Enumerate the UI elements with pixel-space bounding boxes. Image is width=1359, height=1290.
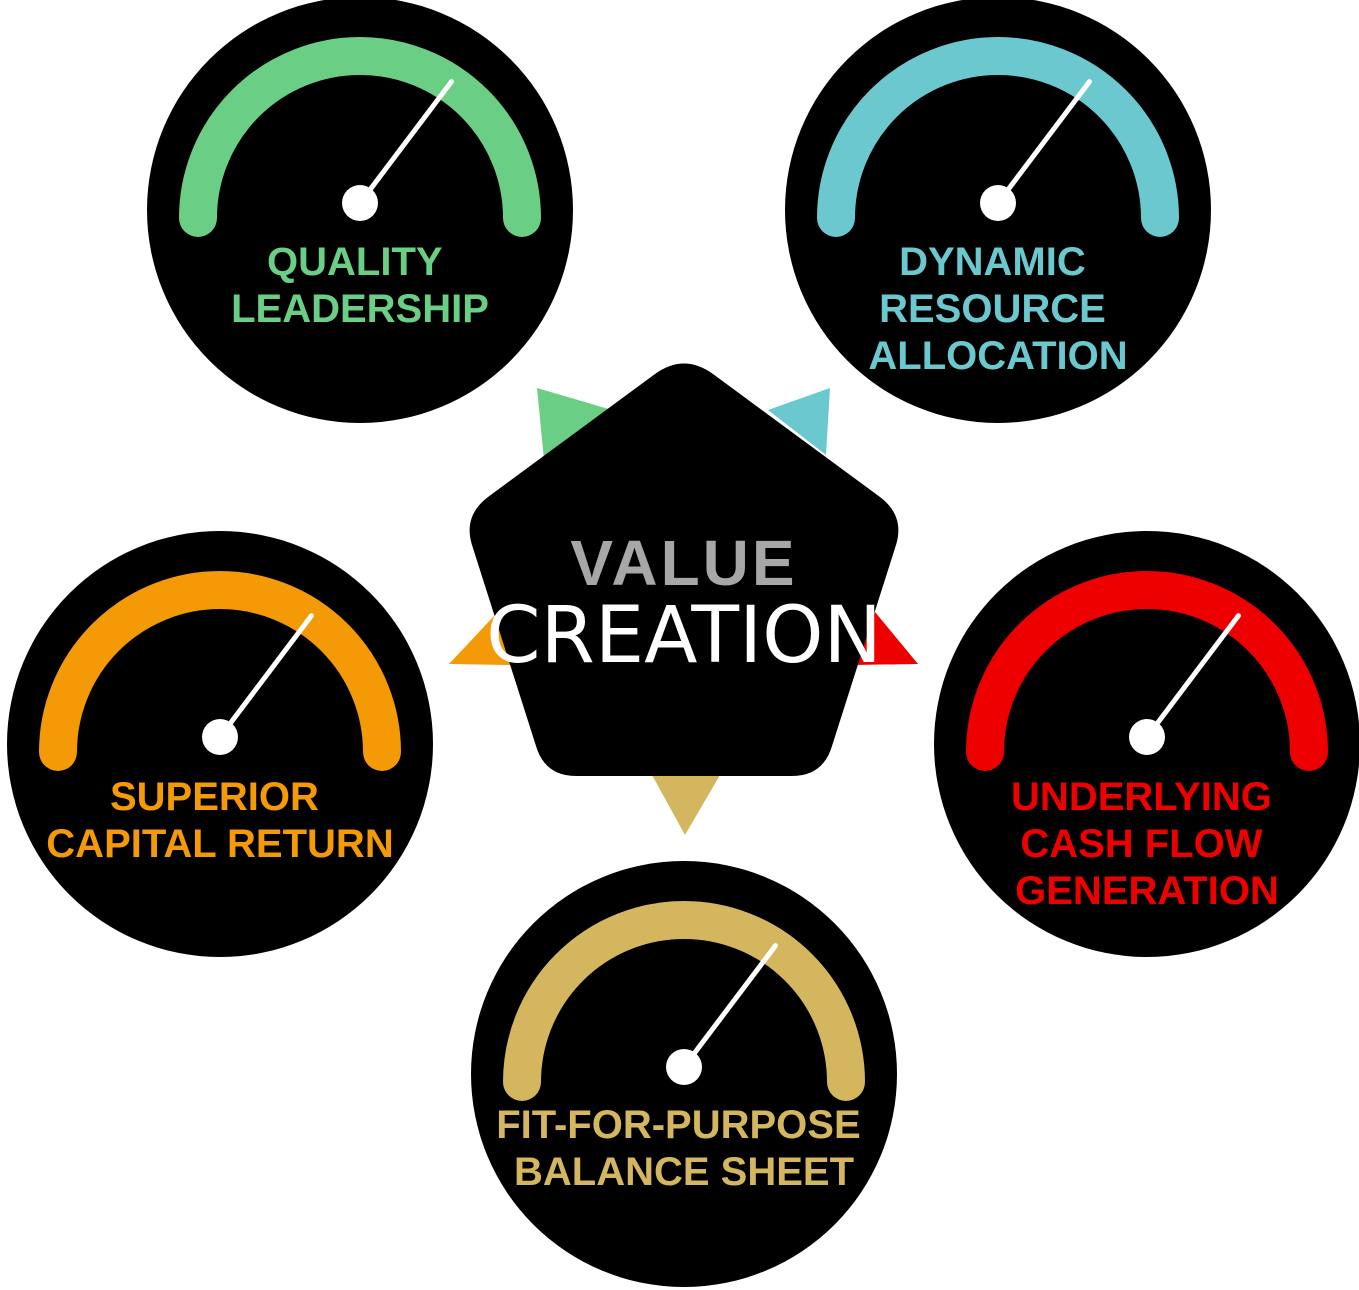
gauge-label: QUALITY LEADERSHIP <box>231 240 489 331</box>
gauge-label: SUPERIOR CAPITAL RETURN <box>46 775 393 866</box>
gauge-needle <box>1144 613 1241 740</box>
gauge-arc <box>966 571 1328 771</box>
gauge-arc <box>817 37 1179 237</box>
gauge-label-line: RESOURCE <box>879 287 1106 331</box>
pointer-triangle-teal <box>768 388 830 455</box>
gauge-needle <box>995 79 1092 206</box>
gauge-label-line: QUALITY <box>267 240 443 284</box>
gauge-label: FIT-FOR-PURPOSE BALANCE SHEET <box>496 1103 872 1194</box>
gauge-underlying-cash-flow-generation: UNDERLYING CASH FLOW GENERATION <box>934 531 1359 957</box>
gauge-arc <box>39 571 401 771</box>
gauge-arc <box>503 901 865 1101</box>
center-pentagon <box>469 363 899 776</box>
gauge-label: DYNAMIC RESOURCE ALLOCATION <box>868 240 1127 378</box>
gauge-superior-capital-return: SUPERIOR CAPITAL RETURN <box>7 531 433 957</box>
gauge-fit-for-purpose-balance-sheet: FIT-FOR-PURPOSE BALANCE SHEET <box>471 861 897 1287</box>
gauge-needle <box>217 613 314 740</box>
gauge-hub <box>666 1049 702 1085</box>
pointer-triangle-orange <box>449 615 513 665</box>
gauge-label-line: DYNAMIC <box>899 240 1086 284</box>
gauge-label-line: LEADERSHIP <box>231 287 489 331</box>
gauge-label-line: CAPITAL RETURN <box>46 822 393 866</box>
gauge-hub <box>202 719 238 755</box>
gauge-label-line: UNDERLYING <box>1011 775 1272 819</box>
gauge-label-line: GENERATION <box>1015 869 1279 913</box>
gauge-label-line: CASH FLOW <box>1020 822 1262 866</box>
gauge-label-line: ALLOCATION <box>868 334 1127 378</box>
gauge-hub <box>980 185 1016 221</box>
gauge-hub <box>342 185 378 221</box>
center-title-line2: CREATION <box>486 591 882 681</box>
gauge-needle <box>681 943 778 1070</box>
gauge-arc <box>179 37 541 237</box>
gauge-quality-leadership: QUALITY LEADERSHIP <box>147 0 573 423</box>
pointer-triangle-red <box>853 612 918 665</box>
gauge-hub <box>1129 719 1165 755</box>
gauge-label-line: BALANCE SHEET <box>514 1150 854 1194</box>
gauge-label-line: FIT-FOR-PURPOSE <box>496 1103 860 1147</box>
gauge-label: UNDERLYING CASH FLOW GENERATION <box>1011 775 1283 913</box>
gauge-needle <box>357 79 454 206</box>
gauge-label-line: SUPERIOR <box>110 775 319 819</box>
center-title-line1: VALUE <box>570 527 797 599</box>
pointer-triangle-gold <box>652 775 720 835</box>
gauge-dynamic-resource-allocation: DYNAMIC RESOURCE ALLOCATION <box>785 0 1211 423</box>
